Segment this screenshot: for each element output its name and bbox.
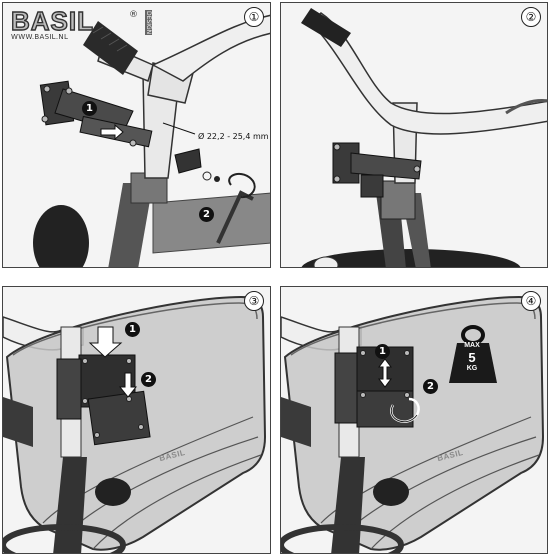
step-marker-2: 2 [141,372,156,387]
panel-3-illustration [3,295,267,553]
max-weight-badge: MAX 5 KG [448,324,496,380]
step-marker-1: 1 [125,322,140,337]
logo-url: WWW.BASIL.NL [11,33,69,41]
weight-value: 5 [468,350,476,365]
basil-logo: BASIL WWW.BASIL.NL ® DESIGN [10,6,152,41]
allen-key [216,190,254,244]
panel-2-illustration [301,8,547,267]
panel-step-4: ④ 1 2 BASIL [280,286,548,554]
bracket-lower [360,174,384,198]
tube-diameter-label: Ø 22,2 - 25,4 mm [198,132,269,141]
handlebar [309,12,547,135]
panel-number-3: ③ [244,291,264,311]
panel-number-4: ④ [521,291,541,311]
logo-text: BASIL [10,6,94,36]
weight-unit: KG [466,365,478,372]
frame-tube [152,192,270,254]
weight-icon [449,325,497,383]
logo-tagline: DESIGN [145,10,152,36]
front-wheel [301,249,521,267]
mount-clamp [350,152,422,180]
frame-tube [3,397,33,447]
step-marker-1: 1 [82,101,97,116]
arrow-down [88,326,123,358]
bracket-block [334,352,360,424]
fork [108,183,153,267]
panel-step-3: ③ 1 2 BASIL [2,286,271,554]
step-marker-2: 2 [199,207,214,222]
grip [83,21,138,75]
weight-max-label: MAX [464,342,480,349]
front-wheel [3,524,126,553]
step-marker-2: 2 [423,379,438,394]
front-wheel [281,524,404,553]
head-tube [380,180,416,220]
basket-lock-plate [87,390,151,446]
panel-number-2: ② [521,7,541,27]
rotate-arrow [228,172,256,199]
panel-1-illustration [33,14,270,267]
bracket-block [56,358,82,420]
hub-light [313,256,339,267]
arrow-right [100,123,124,141]
logo-registered: ® [129,10,138,20]
brake-lever [505,99,547,115]
front-wheel [33,205,89,267]
hand-knob [95,478,131,506]
handlebar [151,14,270,82]
arrow-up-down [378,358,392,388]
panel-number-1: ① [244,7,264,27]
grip [301,8,351,47]
panel-step-1: BASIL WWW.BASIL.NL ® DESIGN ① 1 2 Ø 22,2… [2,2,271,268]
frame-tube [281,397,311,447]
dimension-leader [162,122,196,135]
hand-knob [373,478,409,506]
clamp-piece [174,148,202,174]
panel-step-2: ② [280,2,548,268]
panel-4-illustration [281,295,545,553]
arrow-down-small [118,372,138,398]
step-marker-1: 1 [375,344,390,359]
